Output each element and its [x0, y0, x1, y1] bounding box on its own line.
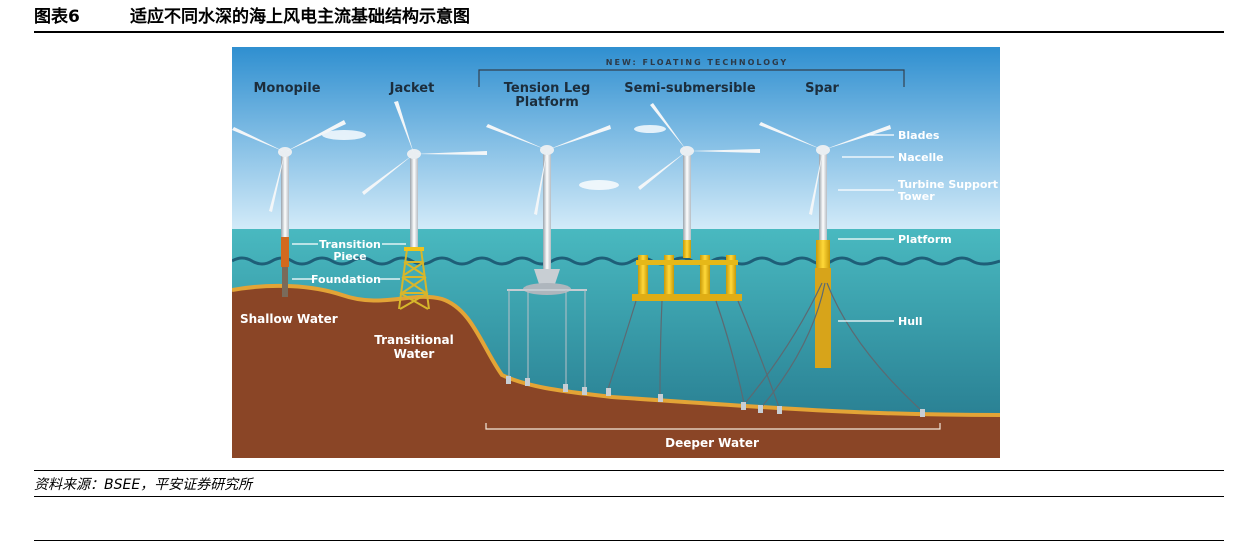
jacket-label: Jacket — [389, 81, 435, 96]
semi-label: Semi-submersible — [624, 81, 756, 96]
figure-title-text: 适应不同水深的海上风电主流基础结构示意图 — [130, 7, 470, 27]
figure-title: 图表6 适应不同水深的海上风电主流基础结构示意图 — [34, 4, 1224, 30]
transition-label-line2: Piece — [333, 250, 366, 263]
floating-header: NEW: FLOATING TECHNOLOGY — [606, 58, 788, 67]
floating-bracket — [478, 69, 905, 87]
sky — [232, 47, 1000, 232]
tlp-turbine — [486, 124, 611, 388]
monopile-label: Monopile — [253, 81, 320, 96]
offshore-wind-foundation-diagram: NEW: FLOATING TECHNOLOGY Monopile Jacket… — [232, 47, 1000, 458]
foundation-label: Foundation — [311, 273, 381, 286]
seabed-sand-line — [232, 283, 1000, 417]
seabed-anchors — [506, 376, 925, 417]
clouds — [322, 125, 666, 190]
deeper-water-label: Deeper Water — [665, 436, 759, 450]
tlp-label-line2: Platform — [515, 95, 579, 110]
page-bottom-rule — [34, 540, 1224, 541]
blades-label: Blades — [898, 129, 940, 142]
tower-label-line2: Tower — [898, 190, 935, 203]
transitional-water-label-line1: Transitional — [374, 333, 454, 347]
semi-turbine — [607, 103, 780, 408]
top-rule — [34, 31, 1224, 33]
nacelle-label: Nacelle — [898, 151, 944, 164]
shallow-water-label: Shallow Water — [240, 312, 338, 326]
seabed — [232, 285, 1000, 458]
source-bottom-rule — [34, 496, 1224, 497]
jacket-turbine — [362, 101, 487, 310]
figure-source: 资料来源：BSEE，平安证券研究所 — [34, 477, 253, 493]
tlp-label-line1: Tension Leg — [504, 81, 591, 96]
deeper-water-bracket — [485, 423, 941, 430]
source-top-rule — [34, 470, 1224, 471]
spar-label: Spar — [805, 81, 839, 96]
transition-label-line1: Transition — [319, 238, 381, 251]
hull-label: Hull — [898, 315, 923, 328]
transitional-water-label-line2: Water — [394, 347, 435, 361]
tower-label-line1: Turbine Support — [898, 178, 998, 191]
figure-number: 图表6 — [34, 7, 80, 27]
platform-label: Platform — [898, 233, 952, 246]
sea-surface-waves — [232, 256, 1000, 266]
spar-turbine — [741, 122, 923, 412]
monopile-turbine — [232, 120, 346, 297]
